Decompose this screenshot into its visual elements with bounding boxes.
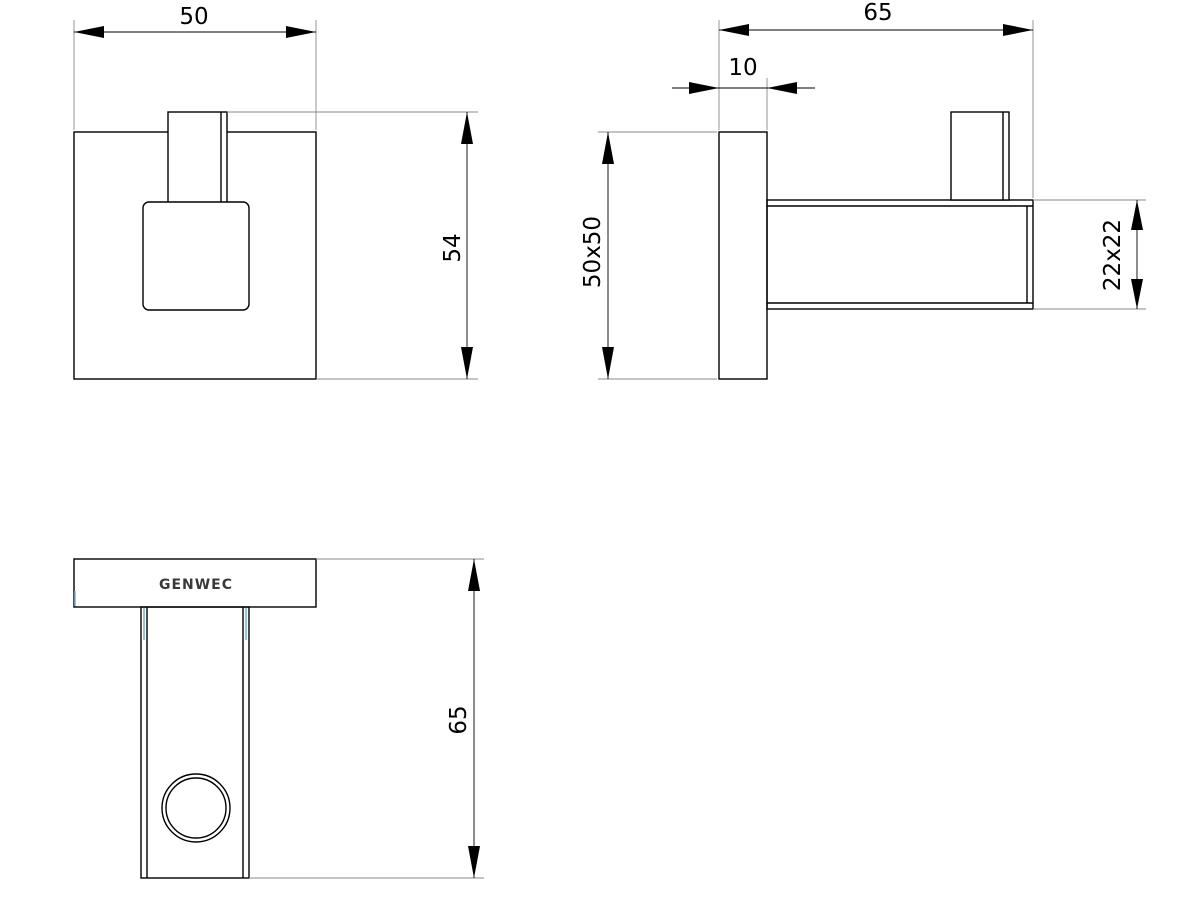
arrow-head [602,347,614,379]
front-height-dimension: 54 [227,111,478,380]
brand-logo: GENWEC [159,577,233,593]
side-view: 65 10 50x50 22x22 [580,0,1146,380]
top-upright-inner-circle [165,777,227,839]
dimension-top-depth: 65 [446,705,472,734]
arrow-head [767,82,797,94]
dimension-front-width: 50 [179,4,208,30]
side-depth-dimension: 65 [718,0,1034,198]
arrow-head [1003,24,1033,36]
side-bar-section-dimension: 22x22 [1033,199,1146,310]
dimension-side-plate-size: 50x50 [580,216,606,288]
arrow-head [468,559,480,591]
arrow-head [1131,279,1143,309]
side-hook-upright [950,111,1010,201]
top-view: GENWEC 65 [73,558,484,879]
top-depth-dimension: 65 [249,558,484,879]
side-plate-size-dimension: 50x50 [580,131,717,380]
arrow-head [74,26,104,38]
side-hook-bar [766,199,1034,310]
front-hook-stem [167,111,228,205]
dimension-side-depth: 65 [863,0,892,26]
front-hook-cap [142,201,250,311]
dimension-side-bar-section: 22x22 [1100,219,1126,291]
arrow-head [719,24,749,36]
top-hook-bar [140,606,250,879]
arrow-head [602,132,614,164]
dimension-side-thickness: 10 [728,55,757,81]
arrow-head [468,846,480,878]
arrow-head [689,82,719,94]
front-width-dimension: 50 [73,4,317,130]
dimension-front-height: 54 [440,233,466,262]
arrow-head [461,347,473,379]
side-thickness-dimension: 10 [672,55,815,130]
arrow-head [461,112,473,144]
front-view: 50 54 [73,4,478,380]
arrow-head [286,26,316,38]
arrow-head [1131,200,1143,230]
side-wall-plate [718,131,768,380]
top-upright-outer-circle [161,773,231,843]
